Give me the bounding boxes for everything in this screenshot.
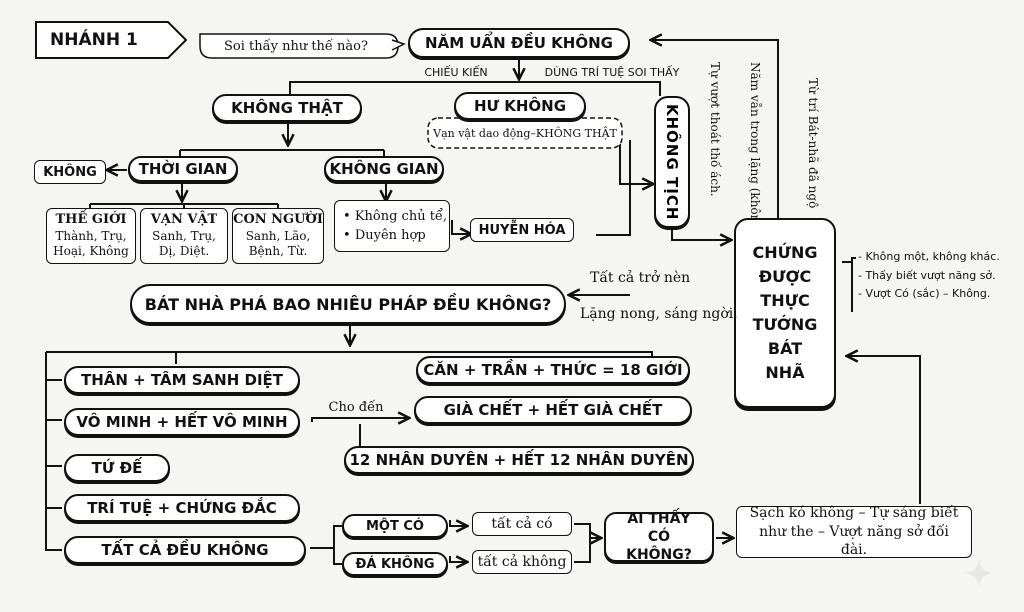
chung-bullets: - Không một, không khác. - Thấy biết vượ… — [858, 248, 1000, 304]
wire-from-tat-ca-khong — [574, 538, 591, 563]
node-tri-tue: TRÍ TUỆ + CHỨNG ĐẮC — [64, 494, 300, 522]
chung-word-1: CHỨNG — [752, 243, 818, 262]
node-nhan-duyen: 12 NHÂN DUYÊN + HẾT 12 NHÂN DUYÊN — [344, 446, 694, 474]
chung-word-4: TƯỚNG — [752, 315, 818, 334]
wire-huyen-hoa-up — [596, 140, 631, 236]
note-tu-tri: Từ trí Bát-nhã đã ngộ — [806, 78, 820, 209]
node-the-gioi: THẾ GIỚI Thành, Trụ, Hoại, Không — [46, 208, 136, 264]
dashed-box — [427, 117, 623, 149]
node-khong-gian-bullets: • Không chủ tể, • Duyên hợp — [334, 200, 450, 252]
arrow-to-tat-ca-khong — [449, 556, 466, 562]
node-huyen-hoa: HUYỄN HÓA — [470, 218, 574, 242]
wire-to-da-khong — [333, 548, 342, 565]
con-nguoi-line1: Sanh, Lão, — [245, 228, 311, 243]
wire-to-three-boxes — [89, 204, 279, 208]
node-gia-chet: GIÀ CHẾT + HẾT GIÀ CHẾT — [414, 396, 692, 424]
node-khong-that: KHÔNG THẬT — [212, 94, 362, 122]
question-bubble-shape — [199, 33, 399, 59]
arrow-to-ai-thay — [574, 523, 600, 538]
arrow-hu-khong-to-tich — [619, 144, 652, 184]
arrow-to-tat-ca-co — [449, 520, 466, 526]
chung-bullet-1: - Không một, không khác. — [858, 250, 1000, 263]
node-mot-co: MỘT CÓ — [342, 514, 448, 538]
node-hu-khong: HƯ KHÔNG — [454, 92, 586, 120]
label-chieu-kien: CHIẾU KIẾN — [424, 65, 488, 79]
node-ai-thay: AI THẤY CÓ KHÔNG? — [604, 511, 714, 563]
wire-to-mot-co — [310, 525, 342, 549]
van-vat-line1: Sanh, Trụ, — [152, 228, 216, 243]
node-khong: KHÔNG — [34, 160, 106, 184]
van-vat-line2: Dị, Diệt. — [158, 244, 210, 259]
bullet-khong-chu-te: • Không chủ tể, — [343, 208, 448, 224]
node-sach-co-khong: Sạch kó không – Tự sáng biết như the – V… — [736, 505, 972, 558]
node-tat-ca-khong-small: tất cả không — [472, 550, 572, 574]
note-tu-vuot: Tự vượt thoát thố ách. — [708, 62, 722, 197]
label-dung-tri-tue: DÙNG TRÍ TUỆ SOI THẤY — [544, 65, 680, 79]
wire-root-split — [289, 81, 661, 96]
bubble-tail — [391, 39, 406, 51]
chung-word-3: THỰC — [760, 291, 810, 310]
node-tat-ca-co: tất cả có — [472, 512, 572, 536]
chung-word-2: ĐƯỢC — [758, 267, 812, 286]
arrow-cho-den — [311, 418, 408, 422]
node-khong-tich: KHÔNG TỊCH — [654, 96, 690, 228]
branch-title: NHÁNH 1 — [50, 30, 138, 50]
node-van-vat-dao-dong: Vạn vật dao động–KHÔNG THẬT — [433, 126, 617, 140]
node-bat-nha-question: BÁT NHÀ PHÁ BAO NHIÊU PHÁP ĐỀU KHÔNG? — [130, 284, 566, 324]
question-bubble: Soi thấy như thế nào? — [224, 38, 368, 54]
chung-word-5: BÁT — [767, 339, 803, 358]
node-van-vat: VẠN VẬT Sanh, Trụ, Dị, Diệt. — [140, 208, 228, 264]
node-than-tam: THÂN + TÂM SANH DIỆT — [64, 366, 300, 394]
the-gioi-line2: Hoại, Không — [53, 244, 129, 259]
node-can-tran: CĂN + TRẦN + THỨC = 18 GIỚI — [416, 356, 690, 384]
node-tat-ca-khong: TẤT CẢ ĐỀU KHÔNG — [64, 536, 306, 564]
wire-left-spine — [45, 352, 62, 551]
wire-chung-bullets — [842, 257, 856, 312]
node-thoi-gian: THỜI GIAN — [128, 156, 238, 182]
node-khong-gian: KHÔNG GIAN — [324, 156, 444, 182]
wire-spine-branches — [46, 379, 62, 509]
chung-bullet-3: - Vượt Có (sắc) – Không. — [858, 287, 991, 301]
chung-bullet-2: - Thấy biết vượt năng sở. — [858, 268, 996, 282]
the-gioi-title: THẾ GIỚI — [55, 211, 127, 227]
label-cho-den: Cho đến — [328, 399, 384, 415]
the-gioi-line1: Thành, Trụ, — [55, 228, 127, 243]
note-nam-van: Năm vẫn trong lặng (không tịch) — [748, 62, 762, 262]
arrow-to-huyen-hoa — [451, 220, 470, 234]
root-node: NĂM UẨN ĐỀU KHÔNG — [408, 28, 630, 58]
sparkle-icon — [962, 556, 996, 590]
con-nguoi-title: CON NGƯỜI — [233, 211, 323, 227]
arrow-chung-to-root — [652, 40, 779, 218]
node-chung-duoc: CHỨNG ĐƯỢC THỰC TƯỚNG BÁT NHÃ — [734, 218, 836, 408]
van-vat-title: VẠN VẬT — [150, 211, 218, 227]
node-tu-de: TỨ ĐẾ — [64, 454, 170, 482]
branch-tag-shape — [35, 21, 188, 59]
arrow-tich-to-chung — [671, 228, 730, 240]
con-nguoi-line2: Bệnh, Từ. — [248, 244, 308, 259]
bullet-duyen-hop: • Duyên hợp — [343, 228, 426, 243]
node-vo-minh: VÔ MINH + HẾT VÔ MINH — [64, 408, 300, 436]
label-tat-ca-tro-nen: Tất cả trở nèn — [590, 270, 691, 286]
node-da-khong: ĐÁ KHÔNG — [342, 552, 448, 576]
arrow-sach-to-chung — [848, 356, 921, 504]
label-lang-nong: Lặng nong, sáng ngời. — [580, 306, 738, 322]
chung-word-6: NHÃ — [765, 363, 805, 382]
node-con-nguoi: CON NGƯỜI Sanh, Lão, Bệnh, Từ. — [232, 208, 324, 264]
